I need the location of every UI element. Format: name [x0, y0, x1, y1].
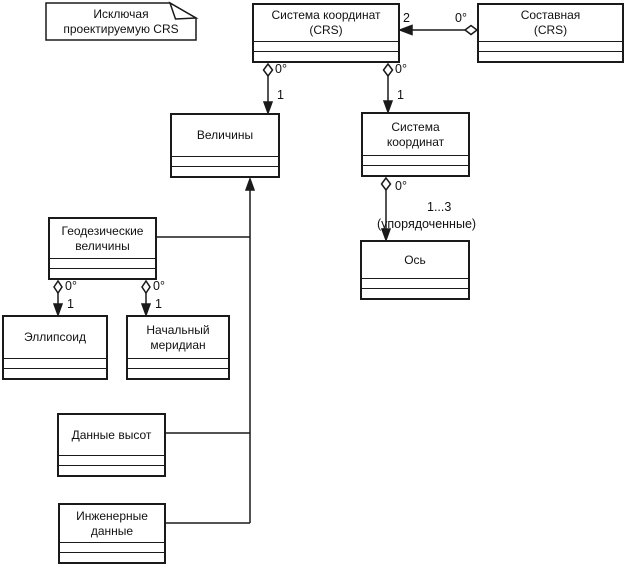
- note-shape: [45, 1, 199, 41]
- class-quantities: Величины: [170, 113, 280, 178]
- multiplicity-zero-many: 0°: [65, 279, 77, 293]
- class-coordinate-system: Система координат: [361, 112, 470, 177]
- class-geodetic-quantities: Геодезические величины: [48, 217, 157, 280]
- attributes-compartment: [362, 278, 468, 288]
- assoc-geodetic-to-meridian: [140, 279, 152, 318]
- attributes-compartment: [128, 358, 228, 368]
- note-excluding-projected-crs: Исключая проектируемую CRS: [63, 6, 179, 36]
- aggregation-diamond-icon: [141, 279, 151, 295]
- class-prime-meridian: Начальный меридиан: [126, 315, 230, 380]
- assoc-compound-to-crs: [397, 24, 479, 36]
- assoc-coordsys-to-axis: [380, 176, 392, 243]
- class-crs: Система координат (CRS): [252, 3, 400, 63]
- class-prime-meridian-name: Начальный меридиан: [146, 322, 210, 352]
- attributes-compartment: [479, 41, 622, 51]
- class-ellipsoid: Эллипсоид: [2, 315, 108, 380]
- operations-compartment: [363, 165, 468, 175]
- multiplicity-one: 1: [155, 297, 162, 311]
- class-compound-crs-name: Составная (CRS): [520, 8, 581, 37]
- class-geodetic-quantities-name: Геодезические величины: [61, 223, 144, 253]
- multiplicity-one: 1: [397, 88, 404, 102]
- arrowhead-icon: [380, 228, 392, 243]
- operations-compartment: [50, 268, 155, 278]
- assoc-geodetic-to-ellipsoid: [52, 279, 64, 318]
- class-axis: Ось: [360, 240, 470, 300]
- class-height-data: Данные высот: [57, 413, 166, 477]
- operations-compartment: [59, 465, 164, 475]
- note-fold-icon: [168, 1, 199, 20]
- class-engineering-data: Инженерные данные: [58, 503, 166, 564]
- class-ellipsoid-name: Эллипсоид: [24, 330, 86, 344]
- operations-compartment: [4, 368, 106, 378]
- generalization-trunk: [157, 176, 256, 524]
- arrowhead-icon: [140, 303, 152, 318]
- attributes-compartment: [59, 455, 164, 465]
- attributes-compartment: [60, 542, 164, 552]
- attributes-compartment: [50, 258, 155, 268]
- attributes-compartment: [363, 155, 468, 165]
- multiplicity-zero-many: 0°: [153, 279, 165, 293]
- class-compound-crs: Составная (CRS): [477, 3, 624, 63]
- operations-compartment: [254, 51, 398, 61]
- arrowhead-icon: [397, 24, 413, 36]
- class-coordinate-system-name: Система координат: [386, 119, 445, 149]
- operations-compartment: [128, 368, 228, 378]
- multiplicity-zero-many: 0°: [395, 62, 407, 76]
- class-axis-name: Ось: [404, 252, 426, 267]
- multiplicity-zero-many: 0°: [275, 62, 287, 76]
- aggregation-diamond-icon: [463, 24, 479, 36]
- multiplicity-ordered-note: (упорядоченные): [377, 217, 477, 231]
- attributes-compartment: [254, 41, 398, 51]
- multiplicity-one: 1: [67, 297, 74, 311]
- operations-compartment: [60, 552, 164, 562]
- multiplicity-one-to-three: 1...3: [427, 200, 452, 214]
- arrowhead-icon: [244, 176, 256, 191]
- aggregation-diamond-icon: [53, 279, 63, 295]
- multiplicity-zero-many: 0°: [455, 11, 467, 25]
- attributes-compartment: [4, 358, 106, 368]
- class-engineering-data-name: Инженерные данные: [76, 508, 148, 538]
- aggregation-diamond-icon: [382, 62, 394, 78]
- operations-compartment: [172, 166, 278, 176]
- arrowhead-icon: [52, 303, 64, 318]
- multiplicity-zero-many: 0°: [395, 179, 407, 193]
- multiplicity-one: 1: [277, 88, 284, 102]
- operations-compartment: [479, 51, 622, 61]
- class-height-data-name: Данные высот: [71, 427, 152, 442]
- arrowhead-icon: [382, 100, 394, 115]
- attributes-compartment: [172, 156, 278, 166]
- aggregation-diamond-icon: [262, 62, 274, 78]
- arrowhead-icon: [262, 101, 274, 116]
- class-quantities-name: Величины: [196, 128, 254, 142]
- aggregation-diamond-icon: [380, 176, 392, 192]
- assoc-crs-to-coordsys: [382, 62, 394, 115]
- multiplicity-two: 2: [403, 11, 410, 25]
- assoc-crs-to-quantities: [262, 62, 274, 116]
- operations-compartment: [362, 288, 468, 298]
- class-crs-name: Система координат (CRS): [271, 8, 381, 37]
